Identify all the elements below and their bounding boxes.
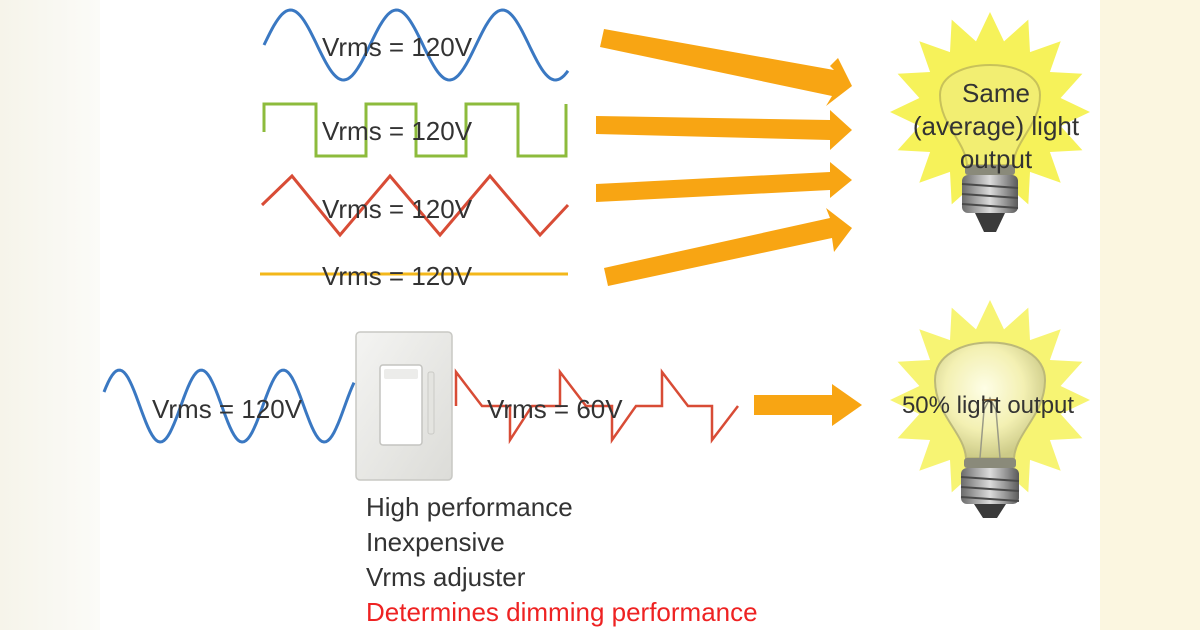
left-margin (0, 0, 100, 630)
arrow-dimmed-to-bulb (754, 384, 862, 426)
bulb-caption-line-1: Same (962, 78, 1030, 108)
note-high-performance: High performance (366, 492, 573, 522)
triangle-vrms-label: Vrms = 120V (322, 194, 473, 224)
light-bulb-icon (938, 64, 1042, 232)
dimmed-bulb-caption: 50% light output (902, 392, 1074, 419)
square-vrms-label: Vrms = 120V (322, 116, 473, 146)
square-waveform (262, 102, 568, 158)
arrow-dc-to-bulb (604, 208, 852, 286)
sine-waveform (262, 8, 570, 82)
arrow-sine-to-bulb (600, 29, 852, 106)
sine-vrms-label: Vrms = 120V (322, 32, 473, 62)
note-vrms-adjuster: Vrms adjuster (366, 562, 526, 592)
dc-vrms-label: Vrms = 120V (322, 261, 473, 291)
dimmer-output-waveform (454, 368, 739, 445)
dimmed-bulb (890, 300, 1090, 518)
bulb-caption-line-3: output (960, 144, 1033, 174)
note-dimming-warning: Determines dimming performance (366, 597, 758, 627)
dimmer-output-vrms-label: Vrms = 60V (487, 394, 623, 424)
arrow-square-to-bulb (596, 110, 852, 150)
dimmer-input-vrms-label: Vrms = 120V (152, 394, 303, 424)
bright-bulb: Same (average) light output (890, 12, 1090, 232)
light-switch-icon (355, 331, 453, 481)
light-bulb-icon (933, 341, 1047, 518)
arrow-triangle-to-bulb (596, 162, 852, 202)
right-margin (1100, 0, 1200, 630)
note-inexpensive: Inexpensive (366, 527, 505, 557)
dimmer-input-waveform (102, 368, 356, 444)
triangle-waveform (260, 173, 570, 238)
bulb-caption-line-2: (average) light (913, 111, 1080, 141)
dimmer-notes: High performance Inexpensive Vrms adjust… (366, 490, 758, 630)
